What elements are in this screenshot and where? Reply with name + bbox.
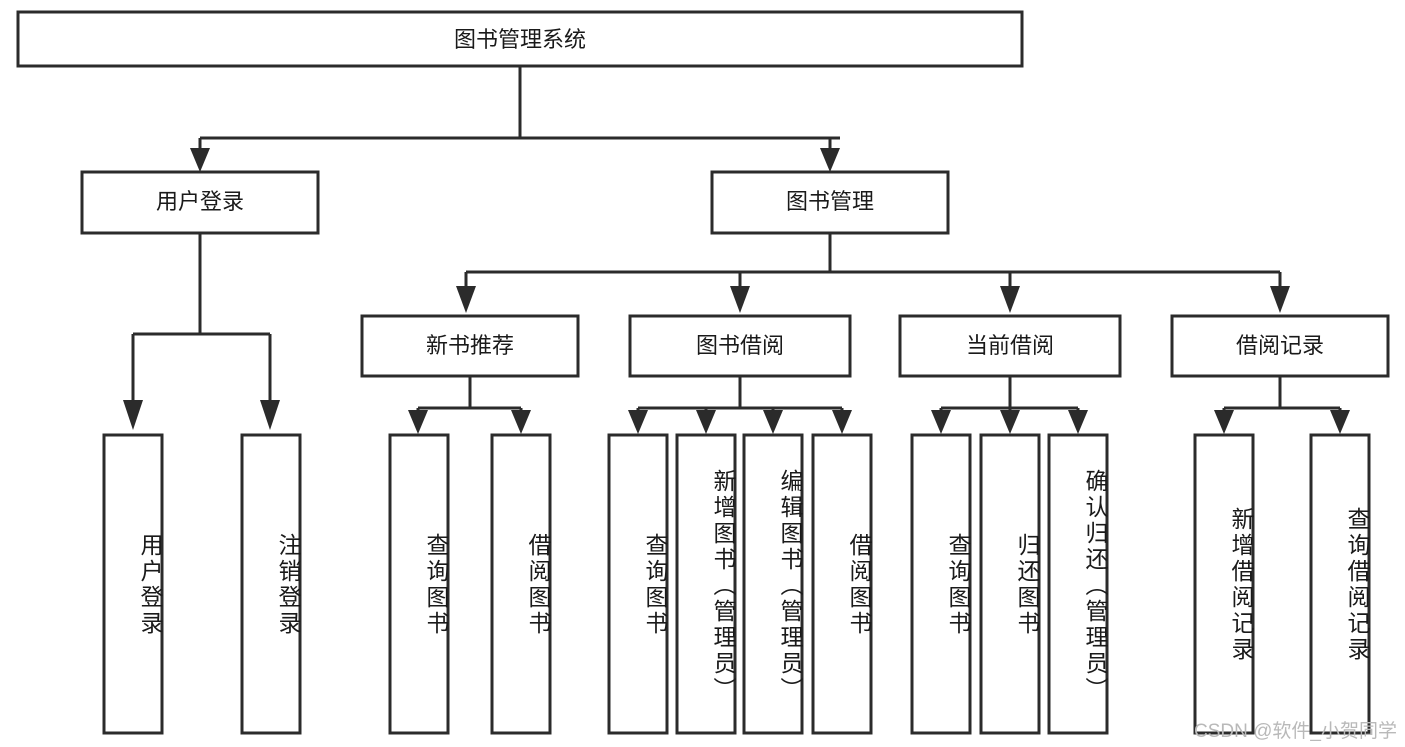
node-book-management[interactable]: 图书管理	[710, 170, 950, 235]
node-root-system[interactable]: 图书管理系统	[16, 10, 1024, 68]
node-book-borrow-box	[628, 314, 852, 378]
node-user-login[interactable]: 用户登录	[80, 170, 320, 235]
leaf-box-query-book-recommend[interactable]	[388, 433, 450, 735]
node-user-login-label: 用户登录	[156, 189, 244, 214]
leaf-box-confirm-return-admin[interactable]	[1047, 433, 1109, 735]
node-book-management-box	[710, 170, 950, 235]
leaf-box-edit-book-admin[interactable]	[742, 433, 804, 735]
connector-newbook-to-leaves	[408, 376, 531, 434]
leaf-box-query-book-borrow[interactable]	[607, 433, 669, 735]
leaf-box-query-borrow-record[interactable]	[1309, 433, 1371, 735]
node-new-book-recommend-box	[360, 314, 580, 378]
node-user-login-box	[80, 170, 320, 235]
node-new-book-recommend[interactable]: 新书推荐	[360, 314, 580, 378]
node-current-borrow-label: 当前借阅	[966, 333, 1054, 358]
csdn-watermark: CSDN @软件_小贺同学	[1194, 721, 1397, 742]
node-root-box	[16, 10, 1024, 68]
node-borrow-record-label: 借阅记录	[1236, 333, 1324, 358]
node-new-book-recommend-label: 新书推荐	[426, 333, 514, 358]
node-current-borrow-box	[898, 314, 1122, 378]
leaf-box-add-book-admin[interactable]	[675, 433, 737, 735]
connector-bookmgmt-to-level3	[456, 233, 1290, 313]
node-book-borrow[interactable]: 图书借阅	[628, 314, 852, 378]
connector-currentborrow-to-leaves	[931, 376, 1088, 434]
leaf-box-borrow-book-recommend[interactable]	[490, 433, 552, 735]
node-current-borrow[interactable]: 当前借阅	[898, 314, 1122, 378]
leaf-boxes	[102, 433, 1371, 735]
node-book-management-label: 图书管理	[786, 189, 874, 214]
node-borrow-record[interactable]: 借阅记录	[1170, 314, 1390, 378]
connector-userlogin-to-leaves	[123, 233, 280, 430]
connector-root-to-level2	[190, 66, 840, 172]
connector-bookborrow-to-leaves	[628, 376, 852, 434]
node-root-label: 图书管理系统	[454, 27, 586, 52]
leaf-box-return-book[interactable]	[979, 433, 1041, 735]
leaf-box-add-borrow-record[interactable]	[1193, 433, 1255, 735]
node-book-borrow-label: 图书借阅	[696, 333, 784, 358]
leaf-box-logout-login[interactable]	[240, 433, 302, 735]
leaf-box-user-login[interactable]	[102, 433, 164, 735]
leaf-box-query-book-current[interactable]	[910, 433, 972, 735]
connector-borrowrecord-to-leaves	[1214, 376, 1350, 434]
node-borrow-record-box	[1170, 314, 1390, 378]
leaf-box-borrow-book[interactable]	[811, 433, 873, 735]
